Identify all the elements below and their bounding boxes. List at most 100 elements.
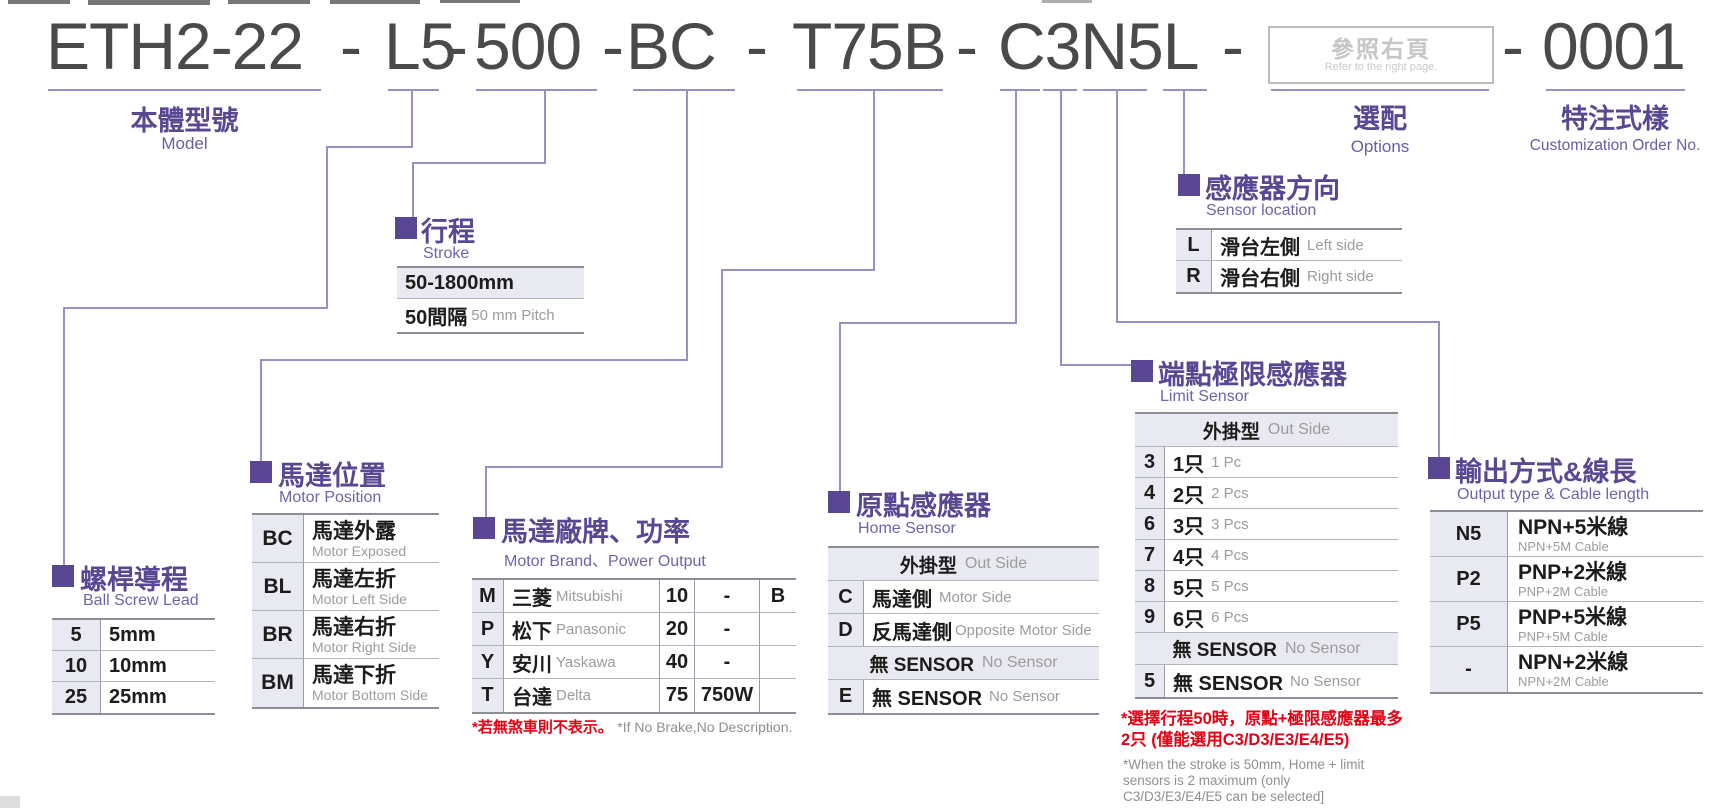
section-marker-icon [250, 461, 272, 483]
table-row: P2 PNP+2米線 PNP+2M Cable [1430, 557, 1703, 602]
sensor-en: Motor Side [939, 588, 1012, 606]
header-en: Out Side [1267, 421, 1331, 438]
tick-body [48, 89, 321, 91]
code-cell: 5 [1135, 665, 1165, 697]
tick-limit-sensor [1043, 89, 1077, 91]
options-box-subtitle: Refer to the right page. [1324, 60, 1438, 73]
power-watt: - [695, 613, 760, 645]
qty-zh: 3只 [1173, 515, 1205, 538]
code-cell: P5 [1430, 602, 1508, 646]
cropped-header-fragment [440, 0, 520, 3]
brand-zh: 松下 [512, 620, 552, 643]
output-en: PNP+5M Cable [1518, 628, 1608, 644]
options-label-en: Options [1350, 137, 1410, 156]
limit-sensor-title-en: Limit Sensor [1160, 388, 1249, 405]
header-zh: 外掛型 [899, 555, 957, 577]
model-segment-stroke: 500 [474, 9, 582, 83]
connector-stroke [412, 162, 414, 218]
power-code: 20 [660, 613, 695, 645]
no-sensor-zh: 無 SENSOR [869, 654, 974, 676]
sensor-en: No Sensor [989, 688, 1060, 705]
code-cell: 5 [52, 620, 101, 650]
motor-position-table: BC 馬達外露 Motor Exposed BL 馬達左折 Motor Left… [252, 513, 439, 709]
table-row: BL 馬達左折 Motor Left Side [252, 563, 439, 611]
connector-output [1116, 91, 1118, 323]
tick-motor-power [797, 89, 943, 91]
tick-options [1271, 89, 1489, 91]
code-cell: 6 [1135, 509, 1165, 539]
no-sensor-en: No Sensor [981, 654, 1058, 671]
model-segment-lead: L5 [384, 9, 456, 83]
power-code: 75 [660, 679, 695, 712]
tick-home-sensor [1000, 89, 1040, 91]
motor-brand-footnote: *若無煞車則不表示。 *If No Brake,No Description. [472, 716, 792, 737]
code-cell: P2 [1430, 557, 1508, 601]
table-row: 25 25mm [52, 682, 215, 713]
tick-motor-position [633, 89, 735, 91]
power-code: 40 [660, 646, 695, 678]
position-zh: 馬達右折 [312, 615, 396, 639]
tick-stroke [476, 89, 597, 91]
code-cell: 4 [1135, 478, 1165, 508]
sensor-en: Opposite Motor Side [955, 621, 1092, 639]
table-row: 7 4只 4 Pcs [1135, 540, 1398, 571]
table-row: N5 NPN+5米線 NPN+5M Cable [1430, 512, 1703, 557]
model-separator: - [340, 9, 362, 83]
table-header-row: 外掛型 Out Side [1135, 414, 1398, 447]
output-en: PNP+2M Cable [1518, 583, 1608, 599]
header-zh: 外掛型 [1202, 421, 1260, 443]
position-en: Motor Left Side [312, 590, 407, 607]
connector-lead [63, 307, 328, 309]
table-row: R 滑台右側 Right side [1176, 261, 1402, 292]
table-row: 50-1800mm [397, 268, 584, 299]
lead-value: 10mm [109, 654, 167, 677]
connector-output [1438, 321, 1440, 460]
position-zh: 馬達左折 [312, 567, 396, 591]
connector-stroke [544, 91, 546, 164]
code-cell: 8 [1135, 571, 1165, 601]
table-row: 5 無 SENSOR No Sensor [1135, 665, 1398, 697]
brake-code [760, 646, 796, 678]
footnote-en: *If No Brake,No Description. [617, 719, 793, 735]
location-zh: 滑台左側 [1220, 236, 1300, 259]
model-segment-body: ETH2-22 [46, 9, 304, 83]
cropped-header-fragment [1042, 0, 1092, 3]
customization-label-en: Customization Order No. [1529, 137, 1701, 154]
model-segment-motor-power: T75B [792, 9, 947, 83]
tick-lead [388, 89, 439, 91]
output-zh: PNP+5米線 [1518, 605, 1628, 629]
motor-brand-table: M 三菱 Mitsubishi 10 - B P 松下 Panasonic 20… [472, 578, 796, 714]
lead-value: 25mm [109, 686, 167, 708]
code-cell: 9 [1135, 602, 1165, 632]
code-cell: BR [252, 611, 304, 658]
table-row: 5 5mm [52, 620, 215, 651]
options-label-zh: 選配 [1353, 104, 1407, 134]
connector-lead [326, 146, 328, 309]
model-separator: - [446, 9, 468, 83]
model-label-zh: 本體型號 [130, 106, 239, 136]
qty-en: 4 Pcs [1211, 546, 1249, 564]
connector-motor-power [485, 466, 487, 518]
table-row: C 馬達側 Motor Side [828, 581, 1099, 614]
code-cell: M [472, 580, 504, 612]
motor-position-title-en: Motor Position [279, 489, 382, 506]
power-watt: - [695, 646, 760, 678]
connector-motor-position [260, 359, 688, 361]
code-cell: N5 [1430, 512, 1508, 556]
stroke-table: 50-1800mm 50間隔 50 mm Pitch [397, 266, 584, 334]
model-separator: - [956, 9, 978, 83]
code-cell: Y [472, 646, 504, 678]
qty-en: 6 Pcs [1211, 608, 1249, 626]
cropped-header-fragment [88, 0, 210, 5]
no-sensor-zh: 無 SENSOR [1172, 640, 1277, 661]
brand-en: Panasonic [556, 620, 627, 638]
qty-zh: 1只 [1173, 453, 1205, 476]
options-placeholder-box: 參照右頁 Refer to the right page. [1268, 26, 1494, 84]
stroke-range: 50-1800mm [405, 271, 514, 294]
output-title-zh: 輸出方式&線長 [1455, 457, 1637, 487]
table-header-row: 外掛型 Out Side [828, 548, 1099, 581]
brand-zh: 三菱 [512, 587, 552, 610]
footnote-zh: *若無煞車則不表示。 [472, 719, 613, 736]
stroke-title-zh: 行程 [421, 217, 475, 247]
table-header-row: 無 SENSOR No Sensor [828, 647, 1099, 680]
